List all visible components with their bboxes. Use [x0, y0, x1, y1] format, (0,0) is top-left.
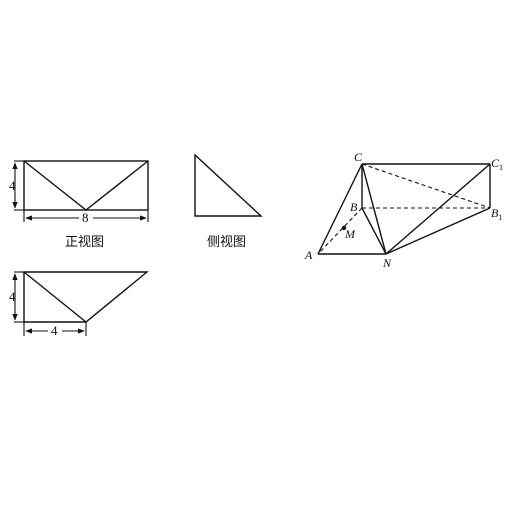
front-view-rectangle	[23, 160, 149, 211]
front-width-label: 8	[82, 210, 89, 225]
hidden-edge-C-B1	[361, 163, 491, 209]
edge-N-B1	[385, 207, 491, 255]
label-B: B	[350, 200, 358, 214]
top-height-label: 4	[9, 289, 16, 304]
label-C: C	[354, 150, 363, 164]
label-N: N	[382, 256, 392, 270]
edge-N-C1	[385, 163, 491, 255]
top-view-diagonal	[23, 271, 87, 323]
label-M: M	[344, 227, 356, 241]
side-view-triangle	[194, 153, 263, 217]
edge-C-N	[361, 163, 387, 255]
hidden-edge-B-A	[317, 207, 363, 255]
label-A: A	[304, 248, 313, 262]
side-view-caption: 侧视图	[207, 235, 246, 250]
top-width-label: 4	[51, 323, 58, 338]
front-view-caption: 正视图	[65, 235, 104, 250]
side-view: 侧视图	[194, 153, 263, 250]
edge-C-A	[317, 163, 363, 255]
edge-B-N	[361, 207, 387, 255]
front-height-label: 4	[9, 178, 16, 193]
top-view-trapezoid	[23, 271, 149, 323]
solid-figure: C C1 B B1 A N M	[304, 150, 503, 270]
front-view: 4 8 正视图	[9, 160, 149, 250]
top-view: 4 4	[9, 271, 149, 338]
label-B1: B1	[491, 206, 502, 222]
point-M	[341, 225, 347, 231]
label-C1: C1	[491, 156, 503, 172]
front-view-v-lines	[23, 160, 149, 211]
